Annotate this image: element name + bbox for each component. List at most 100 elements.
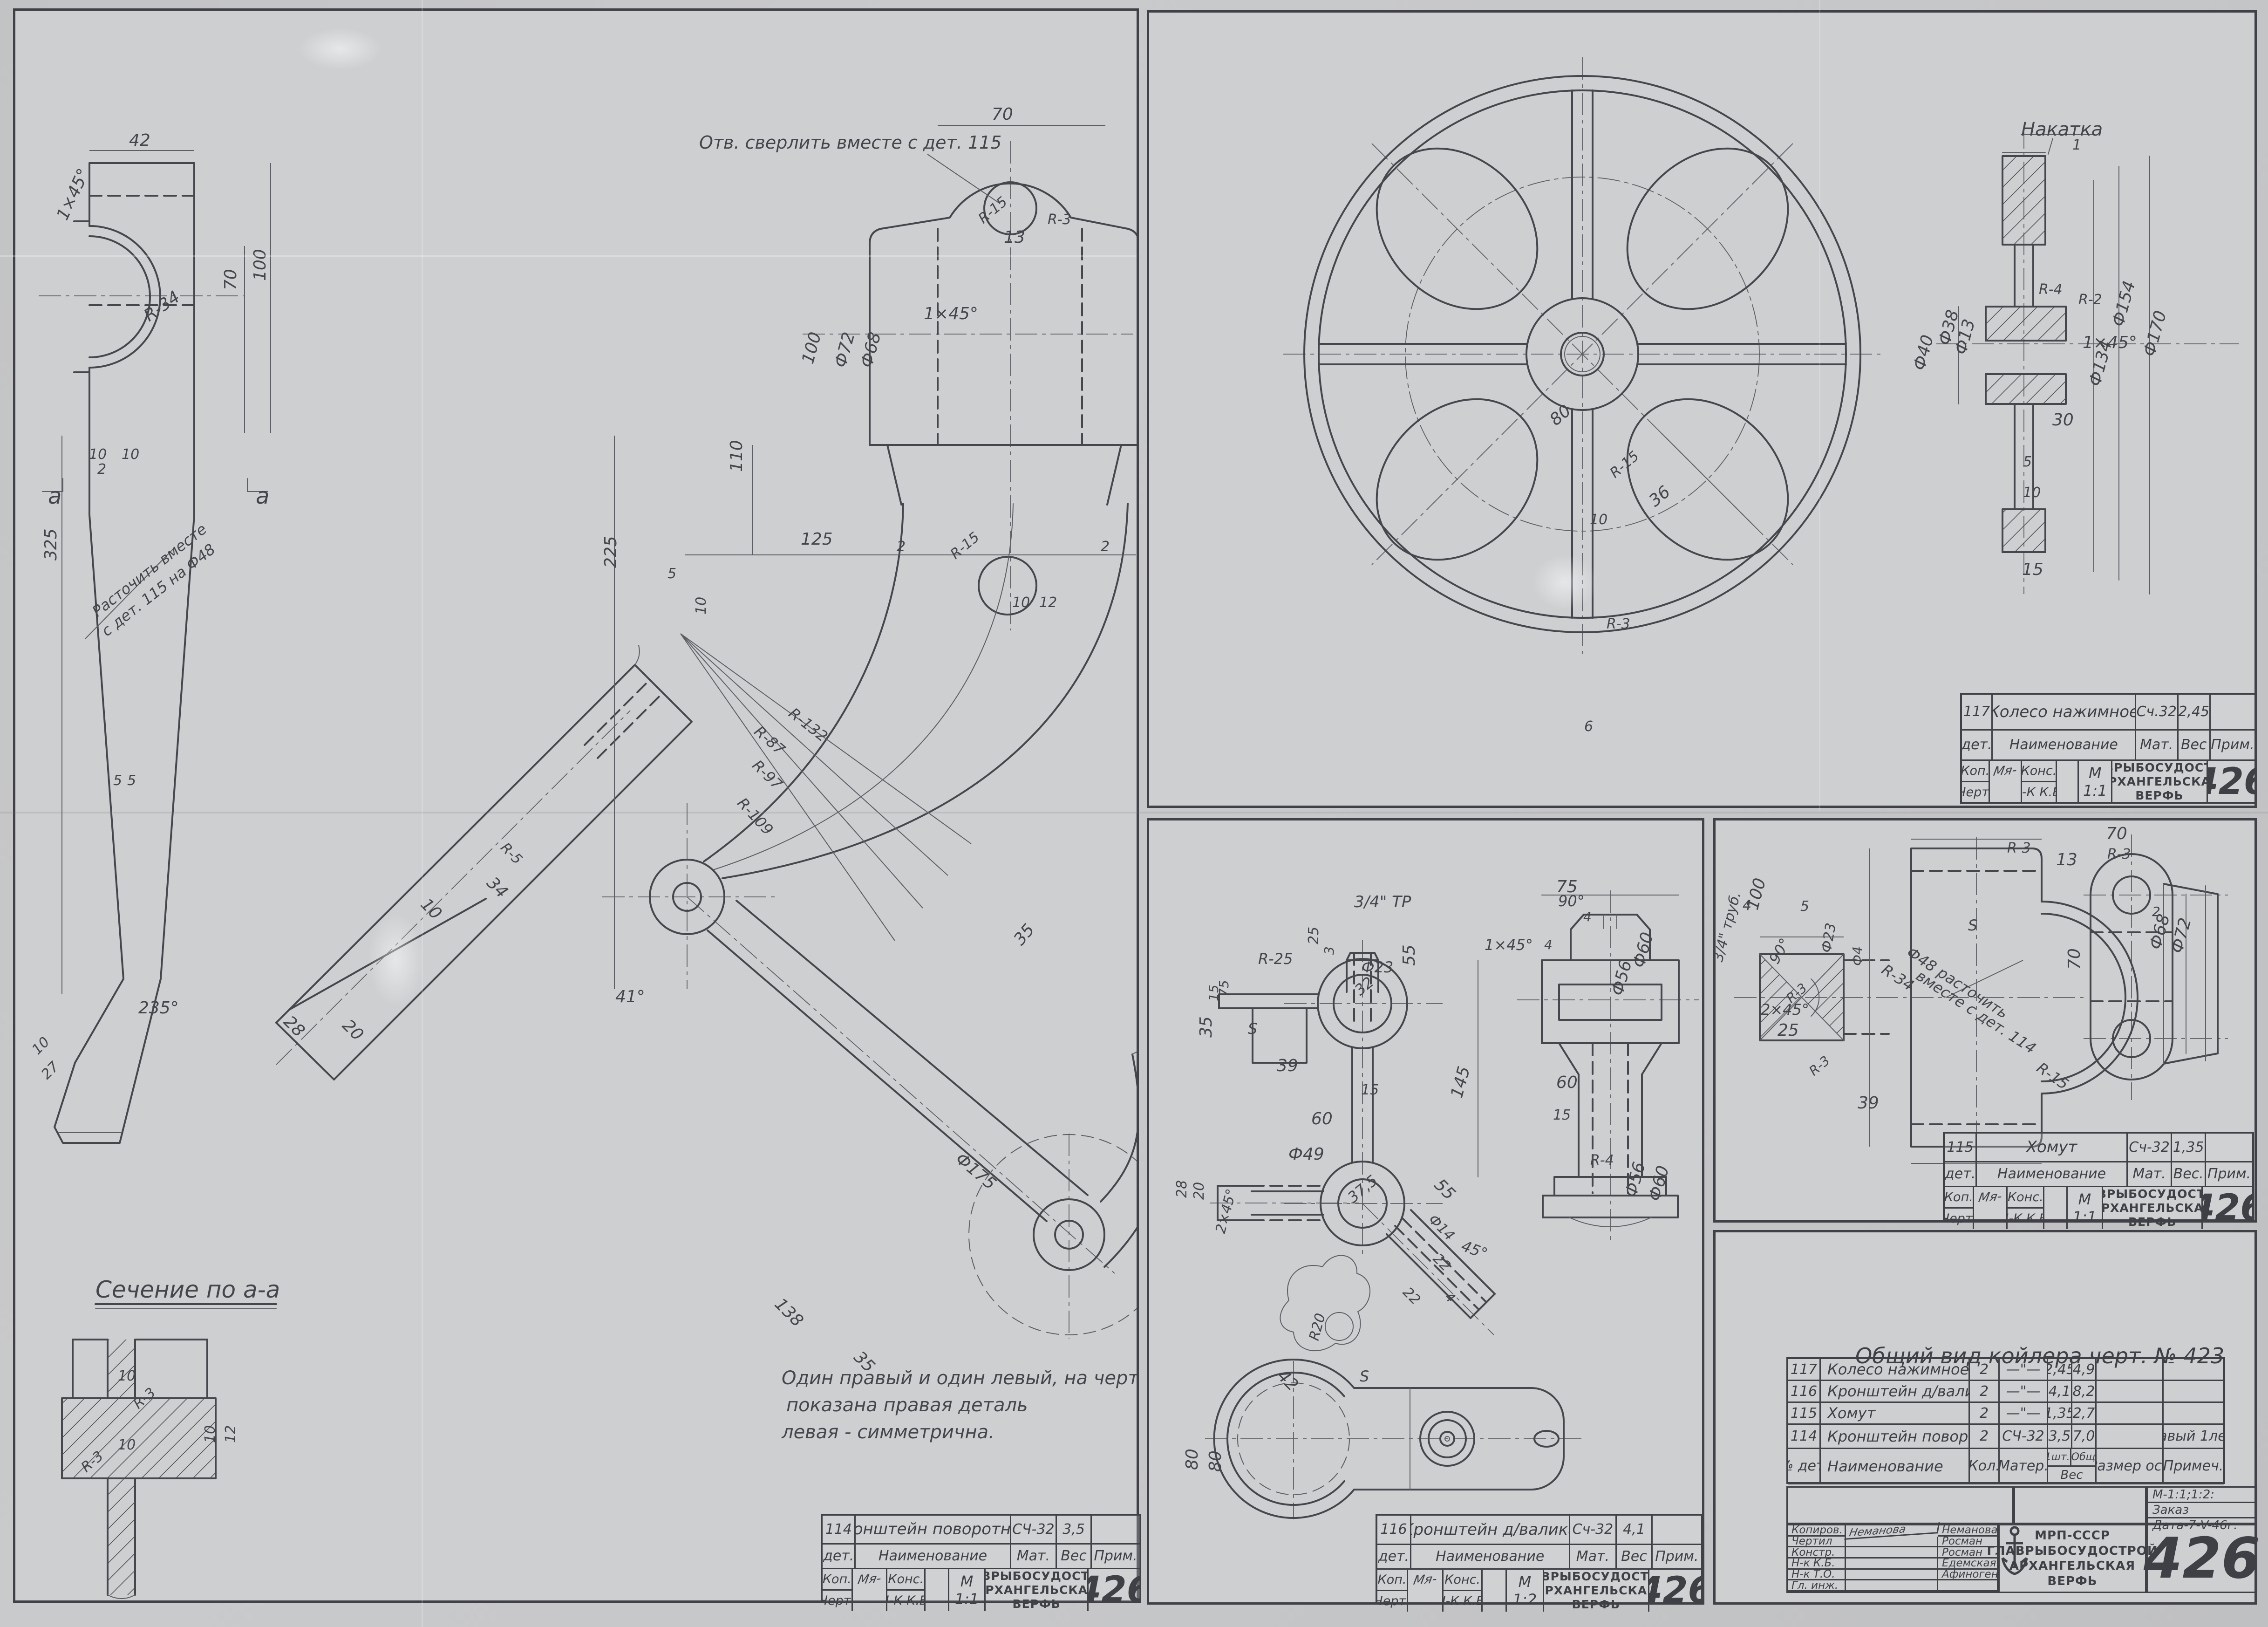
clamp-side-view [2090, 853, 2219, 1080]
signature: Мя- [1412, 1572, 1438, 1588]
weight: 4,1 [1617, 1516, 1653, 1544]
header-mat: Мат. [1011, 1544, 1057, 1568]
dim-label: 13 [2056, 850, 2077, 869]
part-name: Хомут [1977, 1134, 2128, 1161]
dim-label: 34 [483, 873, 511, 902]
dim-label: R-5 [497, 840, 525, 868]
centerlines [1205, 890, 1699, 1519]
dim-label: Ф40 [1910, 333, 1937, 373]
dim-label: 60 [1311, 1109, 1333, 1128]
note [1092, 1516, 1139, 1543]
kop-label: Коп. [823, 1572, 851, 1586]
part-number: 114 [823, 1516, 856, 1543]
header-det: дет. [823, 1544, 856, 1568]
dim-label: Ф175 [952, 1149, 1000, 1193]
part-name: Колесо нажимное [1993, 695, 2136, 729]
dim-label: R-109 [734, 794, 776, 839]
dim-label: 70 [2106, 824, 2127, 843]
dim-label: Ф68 [857, 330, 885, 370]
dim-label: 90° [1765, 935, 1794, 967]
header-ves: Вес [1057, 1544, 1092, 1568]
dim-label: 4 [1583, 909, 1592, 924]
dim-label: а [48, 483, 61, 509]
drawing-number: 426 [2144, 1524, 2260, 1593]
dim-label: 12 [1039, 595, 1057, 611]
kons-label: Конс. [888, 1572, 924, 1586]
dim-label: 145 [1447, 1064, 1474, 1100]
bracket-side-view [1478, 895, 1680, 1227]
sheet-number: 426 [2208, 760, 2254, 803]
dim-label: 5 [113, 772, 122, 789]
dim-label: показана правая деталь [786, 1395, 1028, 1416]
dim-label: 15 [1553, 1107, 1571, 1123]
dim-label: 28 [1174, 1180, 1190, 1198]
material: Сч-32 [2128, 1134, 2173, 1161]
dim-label: 5 [667, 566, 676, 582]
dim-label: Отв. сверлить вместе с дет. 115 [699, 132, 1001, 153]
dim-label: 20 [1191, 1182, 1207, 1200]
part-name: Кронштейн поворотный [856, 1516, 1011, 1543]
dim-label: R-34 [141, 287, 184, 326]
dim-label: 3/4" труб. [1716, 890, 1744, 964]
weight: 1,35 [2172, 1134, 2206, 1161]
scale-order-date: М-1:1;1:2: Заказ Дата-7-V-46г. [2146, 1486, 2257, 1532]
dim-label: 2 [897, 539, 906, 555]
dim-label: 138 [771, 1294, 807, 1331]
dim-label: R-3 [1048, 212, 1071, 228]
dim-label: 70 [2065, 948, 2084, 970]
dim-label: 2×45° [1212, 1187, 1240, 1235]
scale-value: 1:1 [954, 1590, 979, 1608]
dim-label: R-3 [2007, 840, 2031, 856]
dim-label: 30 [2052, 410, 2074, 430]
empty-box [1786, 1486, 2014, 1524]
dim-label: R-4 [2039, 281, 2063, 298]
title-block-114: 114 Кронштейн поворотный СЧ-32 3,5 дет. … [821, 1514, 1141, 1611]
signature: Мя- [856, 1571, 883, 1587]
dim-label: Ф60 [1629, 930, 1657, 970]
dim-label: 36 [1645, 482, 1674, 511]
dim-label: 27 [38, 1059, 62, 1083]
dim-label: S [1248, 1020, 1257, 1038]
dim-label: 3 [1321, 946, 1337, 955]
dim-label: 25 [1306, 927, 1322, 944]
signature: Мя- [1977, 1189, 2003, 1205]
dim-label: 2×45° [1761, 1001, 1809, 1019]
anchor-icon [2001, 1526, 2028, 1575]
header-prim: Прим. [1094, 1548, 1137, 1565]
dim-label: Ф49 [1288, 1145, 1324, 1164]
dim-label: R-87 [751, 722, 789, 759]
clamp-plug-section [1759, 953, 1890, 1041]
dim-label: 10 [202, 1425, 218, 1443]
scale-value: 1:1 [2083, 781, 2107, 800]
note [2206, 1134, 2252, 1161]
dim-label: 2 [2152, 904, 2160, 919]
dim-label: 22 [1430, 1251, 1454, 1275]
scale-value: 1:1 [2072, 1208, 2097, 1226]
note [2211, 695, 2254, 729]
dim-label: R-25 [1258, 950, 1293, 968]
dim-label: 80 [1546, 401, 1574, 430]
wheel-front-view [1303, 75, 1861, 633]
dim-label: 13 [1004, 228, 1025, 247]
dim-label: R-2 [2078, 292, 2102, 308]
dim-label: 235° [138, 998, 179, 1018]
material: СЧ-32 [1011, 1516, 1057, 1543]
dim-label: Ф23 [1362, 958, 1393, 976]
dim-label: 25 [1778, 1021, 1799, 1040]
part-outlines [42, 162, 1137, 1599]
dim-label: а [256, 483, 269, 509]
dim-label: 42 [129, 131, 150, 150]
dim-label: 1×45° [2083, 333, 2137, 352]
dim-label: 60 [1556, 1073, 1578, 1092]
dim-label: R-4 [1590, 1152, 1614, 1169]
dim-label: 75 [1216, 980, 1232, 997]
title-block-116: 116 Кронштейн д/валика Сч-32 4,1 дет.Наи… [1376, 1514, 1703, 1612]
dim-label: 4 [1743, 897, 1751, 914]
